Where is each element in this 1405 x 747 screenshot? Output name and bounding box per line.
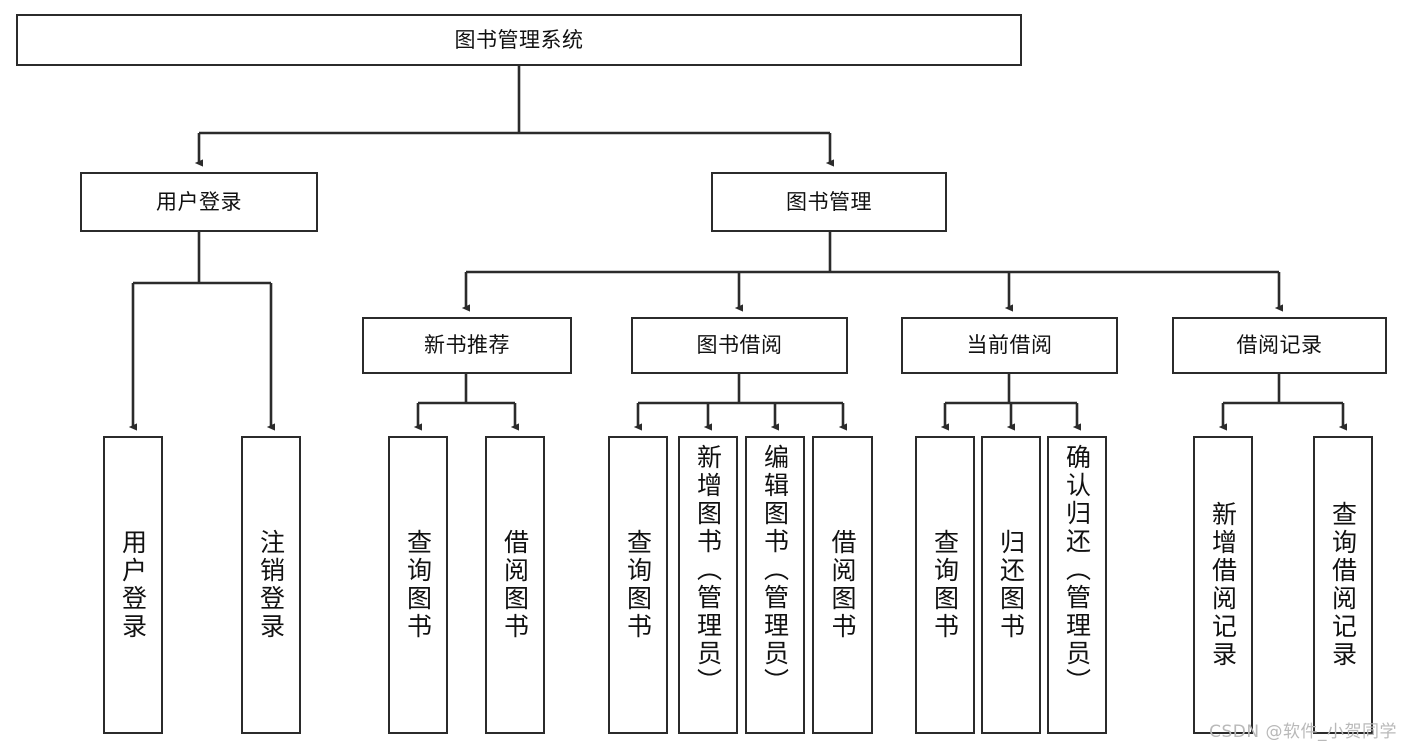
node-leaf-add-book[interactable]: 新增图书（管理员） xyxy=(678,436,738,734)
node-leaf-add-record-label: 新增借阅记录 xyxy=(1208,501,1238,669)
node-book-borrow[interactable]: 图书借阅 xyxy=(631,317,848,374)
node-leaf-borrow-book-1-label: 借阅图书 xyxy=(500,529,530,641)
node-book-management[interactable]: 图书管理 xyxy=(711,172,947,232)
node-leaf-edit-book-label: 编辑图书（管理员） xyxy=(760,444,790,696)
node-leaf-return-book-label: 归还图书 xyxy=(996,529,1026,641)
node-leaf-confirm-return-label: 确认归还（管理员） xyxy=(1062,444,1092,696)
node-user-login-label: 用户登录 xyxy=(156,189,242,214)
node-leaf-query-book-3[interactable]: 查询图书 xyxy=(915,436,975,734)
node-leaf-query-book-1-label: 查询图书 xyxy=(403,529,433,641)
node-leaf-query-book-3-label: 查询图书 xyxy=(930,529,960,641)
node-leaf-confirm-return[interactable]: 确认归还（管理员） xyxy=(1047,436,1107,734)
node-leaf-edit-book[interactable]: 编辑图书（管理员） xyxy=(745,436,805,734)
node-leaf-query-book-1[interactable]: 查询图书 xyxy=(388,436,448,734)
node-current-borrow[interactable]: 当前借阅 xyxy=(901,317,1118,374)
node-leaf-add-book-label: 新增图书（管理员） xyxy=(693,444,723,696)
node-leaf-add-record[interactable]: 新增借阅记录 xyxy=(1193,436,1253,734)
node-leaf-logout-login[interactable]: 注销登录 xyxy=(241,436,301,734)
node-new-book-recommend[interactable]: 新书推荐 xyxy=(362,317,572,374)
node-leaf-user-login[interactable]: 用户登录 xyxy=(103,436,163,734)
node-root[interactable]: 图书管理系统 xyxy=(16,14,1022,66)
node-leaf-query-record[interactable]: 查询借阅记录 xyxy=(1313,436,1373,734)
node-leaf-return-book[interactable]: 归还图书 xyxy=(981,436,1041,734)
node-new-book-recommend-label: 新书推荐 xyxy=(424,333,510,358)
node-leaf-query-record-label: 查询借阅记录 xyxy=(1328,501,1358,669)
node-leaf-user-login-label: 用户登录 xyxy=(118,529,148,641)
node-current-borrow-label: 当前借阅 xyxy=(966,333,1053,358)
node-borrow-record-label: 借阅记录 xyxy=(1236,333,1323,358)
node-root-label: 图书管理系统 xyxy=(454,27,584,52)
node-leaf-borrow-book-2[interactable]: 借阅图书 xyxy=(812,436,873,734)
node-book-management-label: 图书管理 xyxy=(786,189,872,214)
node-leaf-borrow-book-1[interactable]: 借阅图书 xyxy=(485,436,545,734)
node-book-borrow-label: 图书借阅 xyxy=(696,333,783,358)
node-leaf-query-book-2-label: 查询图书 xyxy=(623,529,653,641)
node-borrow-record[interactable]: 借阅记录 xyxy=(1172,317,1387,374)
node-leaf-logout-login-label: 注销登录 xyxy=(256,529,286,641)
node-leaf-query-book-2[interactable]: 查询图书 xyxy=(608,436,668,734)
node-leaf-borrow-book-2-label: 借阅图书 xyxy=(828,529,857,641)
node-user-login[interactable]: 用户登录 xyxy=(80,172,318,232)
